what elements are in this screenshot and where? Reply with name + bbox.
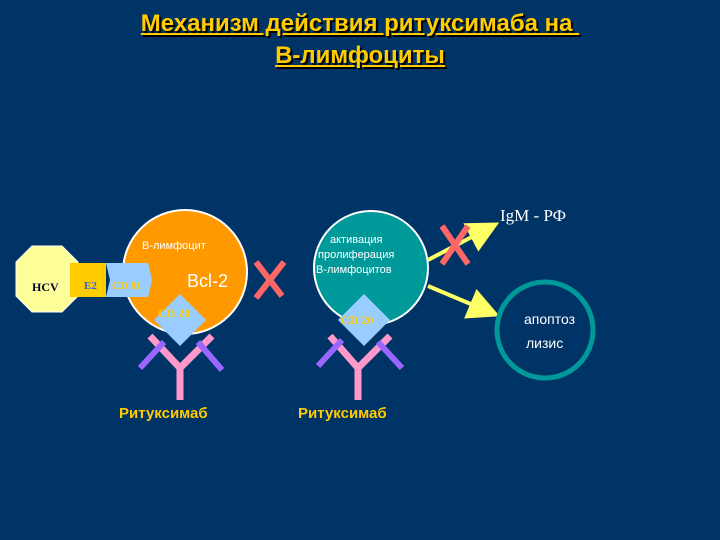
apoptosis-label: апоптоз лизис xyxy=(524,307,575,355)
e2-label: E2 xyxy=(84,280,97,292)
cd81-label: CD 81 xyxy=(112,280,142,292)
title-line-2: В-лимфоциты xyxy=(275,42,445,69)
bcl2-label: Bcl-2 xyxy=(187,271,229,291)
antibody-right xyxy=(315,333,405,400)
hcv-particle xyxy=(15,245,79,313)
cd81-receptor xyxy=(106,263,152,297)
apoptosis-ring xyxy=(494,279,596,381)
apoptosis-line-1: апоптоз xyxy=(524,311,576,327)
block-cross-left xyxy=(253,260,287,300)
cd20-right-diamond xyxy=(338,294,390,346)
activation-label: активация пролиферация В-лимфоцитов xyxy=(316,233,394,278)
cd20-left-label: CD 20 xyxy=(158,306,191,320)
activation-line-1: активация xyxy=(330,234,383,246)
cd20-right-label: CD 20 xyxy=(341,313,374,327)
rituximab-right-label: Ритуксимаб xyxy=(298,405,387,422)
page-title: Механизм действия ритуксимаба на В-лимфо… xyxy=(0,8,720,72)
b-lymphocyte-label: В-лимфоцит xyxy=(142,240,206,252)
antibody-left xyxy=(137,333,225,400)
hcv-label: HCV xyxy=(32,280,59,294)
cd20-left-diamond xyxy=(154,294,206,346)
activation-line-3: В-лимфоцитов xyxy=(316,264,392,276)
title-line-1: Механизм действия ритуксимаба на xyxy=(140,10,580,37)
apoptosis-line-2: лизис xyxy=(526,335,564,351)
arrow-to-apoptosis xyxy=(427,284,500,319)
e2-protein xyxy=(70,263,106,297)
block-cross-right xyxy=(439,224,471,266)
igm-rf-label: IgM - РФ xyxy=(500,206,567,225)
rituximab-left-label: Ритуксимаб xyxy=(119,405,208,422)
activation-line-2: пролиферация xyxy=(318,249,395,261)
